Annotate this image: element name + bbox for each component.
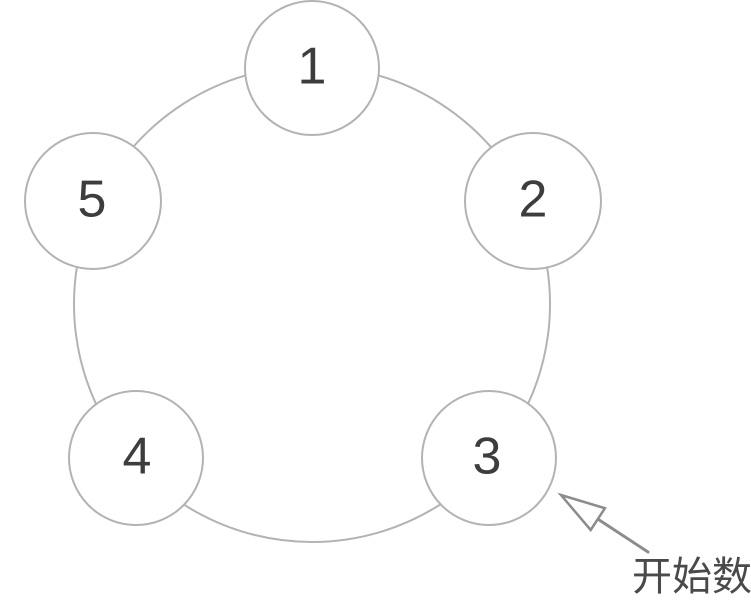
node-1-label: 1 — [298, 38, 327, 96]
node-4-circle[interactable] — [68, 390, 204, 526]
node-2-label: 2 — [519, 171, 548, 229]
ring-edge-4-5 — [73, 264, 98, 406]
annotation-label: 开始数 — [632, 554, 751, 600]
node-3-label: 3 — [473, 428, 502, 486]
node-5[interactable]: 5 — [24, 132, 162, 270]
node-group: 1 2 3 4 5 — [24, 0, 602, 526]
node-3[interactable]: 3 — [421, 390, 557, 526]
node-5-circle[interactable] — [24, 132, 162, 270]
ring-edge-5-1 — [131, 74, 248, 149]
node-5-label: 5 — [78, 171, 107, 229]
node-1[interactable]: 1 — [244, 0, 380, 136]
node-1-circle[interactable] — [244, 0, 380, 136]
ring-edge-group — [73, 74, 551, 543]
start-annotation — [557, 492, 650, 554]
node-2[interactable]: 2 — [464, 132, 602, 270]
ring-edge-1-2 — [376, 74, 494, 150]
node-4-label: 4 — [123, 428, 152, 486]
annotation-arrow-head-icon — [557, 492, 607, 533]
ring-edge-3-4 — [182, 502, 443, 543]
node-2-circle[interactable] — [464, 132, 602, 270]
node-4[interactable]: 4 — [68, 390, 204, 526]
node-3-circle[interactable] — [421, 390, 557, 526]
ring-edge-2-3 — [526, 264, 551, 406]
annotation-arrow-shaft — [592, 515, 650, 554]
